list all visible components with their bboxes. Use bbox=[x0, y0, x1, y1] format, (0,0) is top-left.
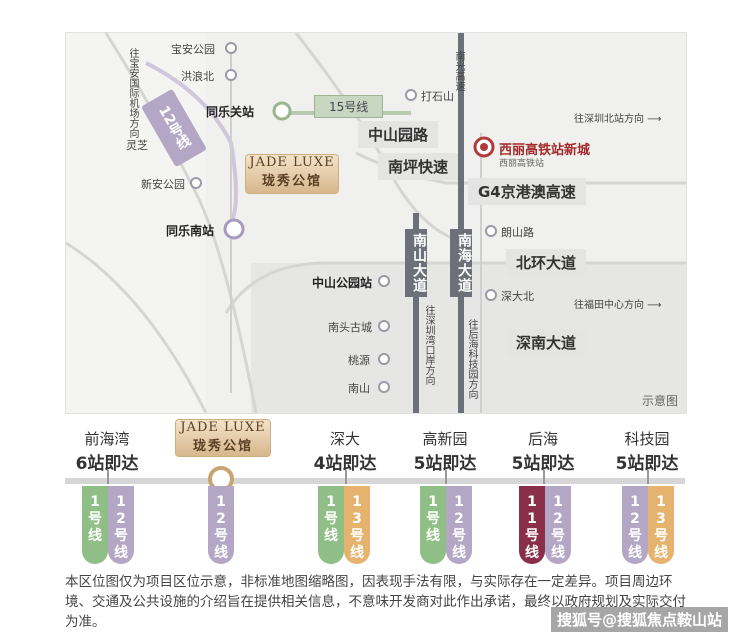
road-beihuan: 北环大道 bbox=[506, 249, 587, 276]
schematic-note: 示意图 bbox=[641, 394, 678, 408]
station-count: 5站即达 bbox=[511, 454, 575, 474]
station-tongleguan: 同乐关站 bbox=[206, 105, 255, 119]
disclaimer-text: 本区位图仅为项目区位示意，非标准地图缩略图，因表现手法有限，与实际存在一定差异。… bbox=[65, 574, 686, 630]
station-gaoxinyuan: 高新园 5站即达 bbox=[395, 428, 495, 474]
station-taoyuan: 桃源 bbox=[348, 354, 370, 367]
station-dashishan: 打石山 bbox=[421, 90, 454, 103]
station-name: 深大 bbox=[329, 430, 360, 448]
timeline-tick bbox=[445, 470, 447, 484]
road-g4: G4京港澳高速 bbox=[468, 178, 586, 205]
jade-en-label: JADE LUXE bbox=[249, 155, 335, 170]
xili-station-label: 西丽高铁站新城 bbox=[499, 143, 591, 158]
station-langshan-road: 朗山路 bbox=[501, 226, 534, 239]
road-shennan: 深南大道 bbox=[506, 329, 587, 356]
jade-luxe-map-badge: JADE LUXE 珑秀公馆 bbox=[246, 155, 338, 193]
station-name: 后海 bbox=[527, 430, 558, 448]
line-12-direction: 往宝安国际机场方向 bbox=[127, 48, 138, 138]
station-lingzhi: 灵芝 bbox=[126, 139, 148, 152]
timeline-tick bbox=[543, 470, 545, 484]
jade-timeline-cn: 珑秀公馆 bbox=[192, 439, 253, 454]
road-nanping: 南坪快速 bbox=[378, 153, 459, 180]
station-houhai: 后海 5站即达 bbox=[493, 428, 593, 474]
road-nanshan-ave: 南山大道 bbox=[405, 229, 427, 297]
watermark: 搜狐号@搜狐焦点鞍山站 bbox=[550, 607, 728, 632]
station-shenda-north: 深大北 bbox=[501, 290, 534, 303]
timeline-tick bbox=[107, 470, 109, 484]
location-map: 12号线 往宝安国际机场方向 宝安公园 洪浪北 同乐关站 打石山 灵芝 新安公园… bbox=[65, 32, 687, 414]
jade-cn-label: 珑秀公馆 bbox=[261, 174, 322, 189]
station-name: 前海湾 bbox=[84, 430, 130, 448]
station-count: 6站即达 bbox=[75, 454, 139, 474]
road-zhongshanyuan: 中山园路 bbox=[358, 121, 439, 148]
station-baoan-park: 宝安公园 bbox=[171, 43, 215, 56]
station-qianhaiwan: 前海湾 6站即达 bbox=[57, 428, 157, 474]
road-nanhai-ave: 南海大道 bbox=[450, 229, 472, 297]
timeline-tick bbox=[345, 470, 347, 484]
station-name: 高新园 bbox=[422, 430, 468, 448]
dir-houhai-tech: 往后海科技园方向 bbox=[466, 319, 477, 399]
station-kejiyuan: 科技园 5站即达 bbox=[597, 428, 697, 474]
station-nanshan: 南山 bbox=[348, 382, 370, 395]
jade-luxe-timeline-badge: JADE LUXE 珑秀公馆 bbox=[176, 420, 270, 456]
nanguang-highway: 南光高速 bbox=[453, 51, 464, 91]
station-tongle-south: 同乐南站 bbox=[166, 224, 215, 238]
station-shenda: 深大 4站即达 bbox=[295, 428, 395, 474]
station-hongnan-north: 洪浪北 bbox=[181, 70, 214, 83]
xili-station-sub: 西丽高铁站 bbox=[499, 159, 545, 169]
jade-timeline-en: JADE LUXE bbox=[180, 420, 266, 435]
station-count: 5站即达 bbox=[615, 454, 679, 474]
line-15-badge: 15号线 bbox=[314, 95, 384, 118]
dir-futian: 往福田中心方向 ⟶ bbox=[574, 300, 662, 311]
station-zhongshan-park: 中山公园站 bbox=[312, 276, 373, 290]
dir-shenzhen-bay: 往深圳湾口岸方向 bbox=[423, 305, 434, 385]
timeline-tick bbox=[647, 470, 649, 484]
map-roads bbox=[66, 33, 686, 413]
dir-shenzhen-north: 往深圳北站方向 ⟶ bbox=[574, 114, 662, 125]
timeline-track bbox=[65, 478, 685, 484]
station-count: 5站即达 bbox=[413, 454, 477, 474]
station-name: 科技园 bbox=[624, 430, 670, 448]
station-count: 4站即达 bbox=[313, 454, 377, 474]
station-xinan-park: 新安公园 bbox=[141, 178, 185, 191]
station-nantou-ancient: 南头古城 bbox=[328, 321, 372, 334]
